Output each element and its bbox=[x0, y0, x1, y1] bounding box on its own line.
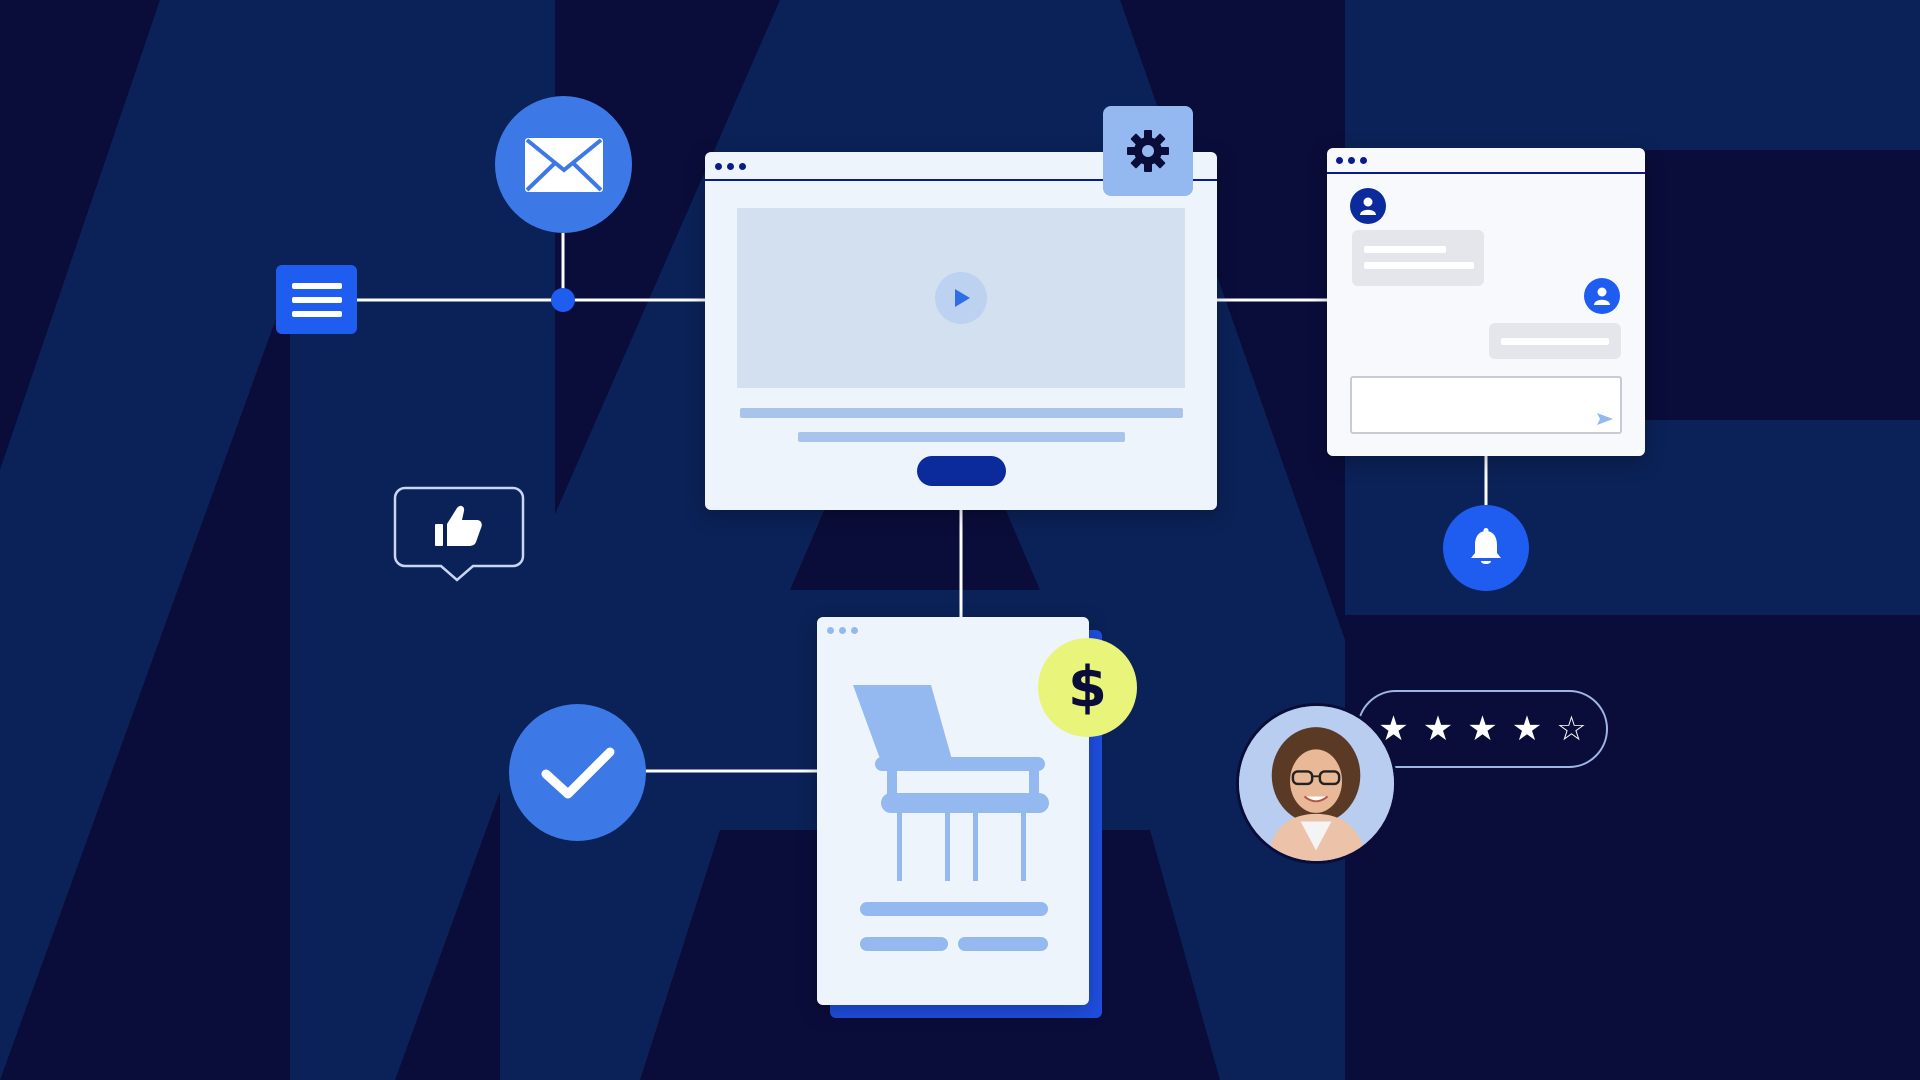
bg-letter-left bbox=[0, 0, 555, 1080]
window-titlebar-rule bbox=[705, 179, 1217, 181]
star-filled-icon: ★ bbox=[1422, 709, 1454, 749]
checkmark-icon bbox=[541, 747, 614, 798]
user-icon bbox=[1360, 197, 1376, 215]
text-line-placeholder bbox=[958, 937, 1048, 951]
thumbs-up-icon bbox=[435, 505, 482, 546]
star-filled-icon: ★ bbox=[1467, 709, 1498, 749]
text-line-placeholder bbox=[860, 937, 948, 951]
star-empty-icon: ☆ bbox=[1556, 709, 1587, 749]
play-icon bbox=[955, 289, 970, 307]
avatar bbox=[1350, 188, 1386, 224]
window-controls bbox=[827, 627, 858, 634]
menu-button[interactable] bbox=[276, 265, 357, 334]
mail-button[interactable] bbox=[495, 96, 632, 233]
user-icon bbox=[1594, 287, 1610, 305]
gear-icon bbox=[1127, 130, 1169, 172]
primary-button[interactable] bbox=[917, 456, 1006, 486]
text-line-placeholder bbox=[860, 902, 1048, 916]
video-window bbox=[705, 152, 1217, 510]
text-line-placeholder bbox=[1364, 262, 1474, 269]
text-line-placeholder bbox=[798, 432, 1125, 442]
check-button[interactable] bbox=[509, 704, 646, 841]
chair-image bbox=[853, 685, 1049, 881]
send-arrow-icon[interactable] bbox=[1596, 412, 1614, 426]
notification-button[interactable] bbox=[1443, 505, 1529, 591]
text-line-placeholder bbox=[1364, 246, 1446, 253]
bell-icon bbox=[1471, 528, 1501, 564]
video-player[interactable] bbox=[737, 208, 1185, 388]
like-bubble[interactable] bbox=[393, 486, 525, 582]
settings-button[interactable] bbox=[1103, 106, 1193, 196]
bg-block-right-bottom bbox=[1610, 615, 1920, 895]
message-input[interactable] bbox=[1350, 376, 1622, 434]
avatar bbox=[1584, 278, 1620, 314]
rating-stars[interactable]: ★ ★ ★ ★ ☆ bbox=[1357, 690, 1608, 768]
window-titlebar-rule bbox=[1327, 172, 1645, 174]
connector-lines bbox=[356, 233, 1488, 773]
menu-lines-icon bbox=[291, 282, 342, 317]
envelope-icon bbox=[524, 137, 603, 192]
chat-window bbox=[1327, 148, 1645, 456]
reviewer-portrait bbox=[1239, 706, 1394, 861]
connector-node bbox=[551, 288, 575, 312]
chat-message-sent bbox=[1489, 323, 1621, 359]
play-button[interactable] bbox=[935, 272, 987, 324]
window-controls bbox=[715, 163, 746, 170]
bg-block-right-top bbox=[1345, 0, 1920, 150]
window-controls bbox=[1336, 157, 1367, 164]
reviewer-avatar bbox=[1236, 703, 1397, 864]
text-line-placeholder bbox=[740, 408, 1183, 418]
dollar-icon: $ bbox=[1068, 654, 1107, 720]
star-filled-icon: ★ bbox=[1511, 709, 1543, 749]
chat-message-received bbox=[1352, 230, 1484, 286]
text-line-placeholder bbox=[1501, 338, 1609, 345]
price-badge[interactable]: $ bbox=[1038, 638, 1137, 737]
